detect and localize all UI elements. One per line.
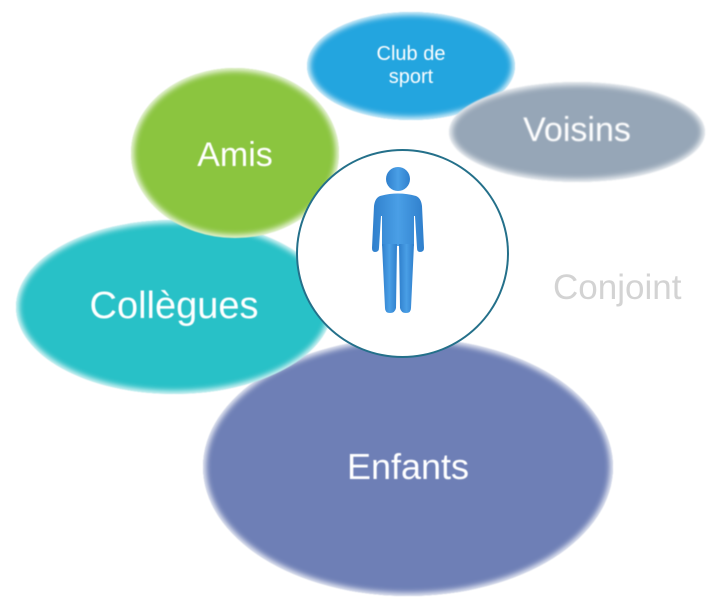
conjoint-label: Conjoint (553, 268, 682, 307)
collegues-label: Collègues (89, 285, 259, 328)
amis-bubble: Amis (131, 68, 339, 238)
club-de-sport-label: Club de sport (376, 43, 446, 88)
collegues-bubble: Collègues (16, 220, 332, 394)
enfants-bubble: Enfants (203, 338, 613, 596)
amis-label: Amis (197, 136, 273, 175)
person-icon (372, 167, 424, 313)
voisins-label: Voisins (523, 111, 631, 150)
enfants-label: Enfants (346, 446, 470, 488)
voisins-bubble: Voisins (449, 82, 705, 182)
